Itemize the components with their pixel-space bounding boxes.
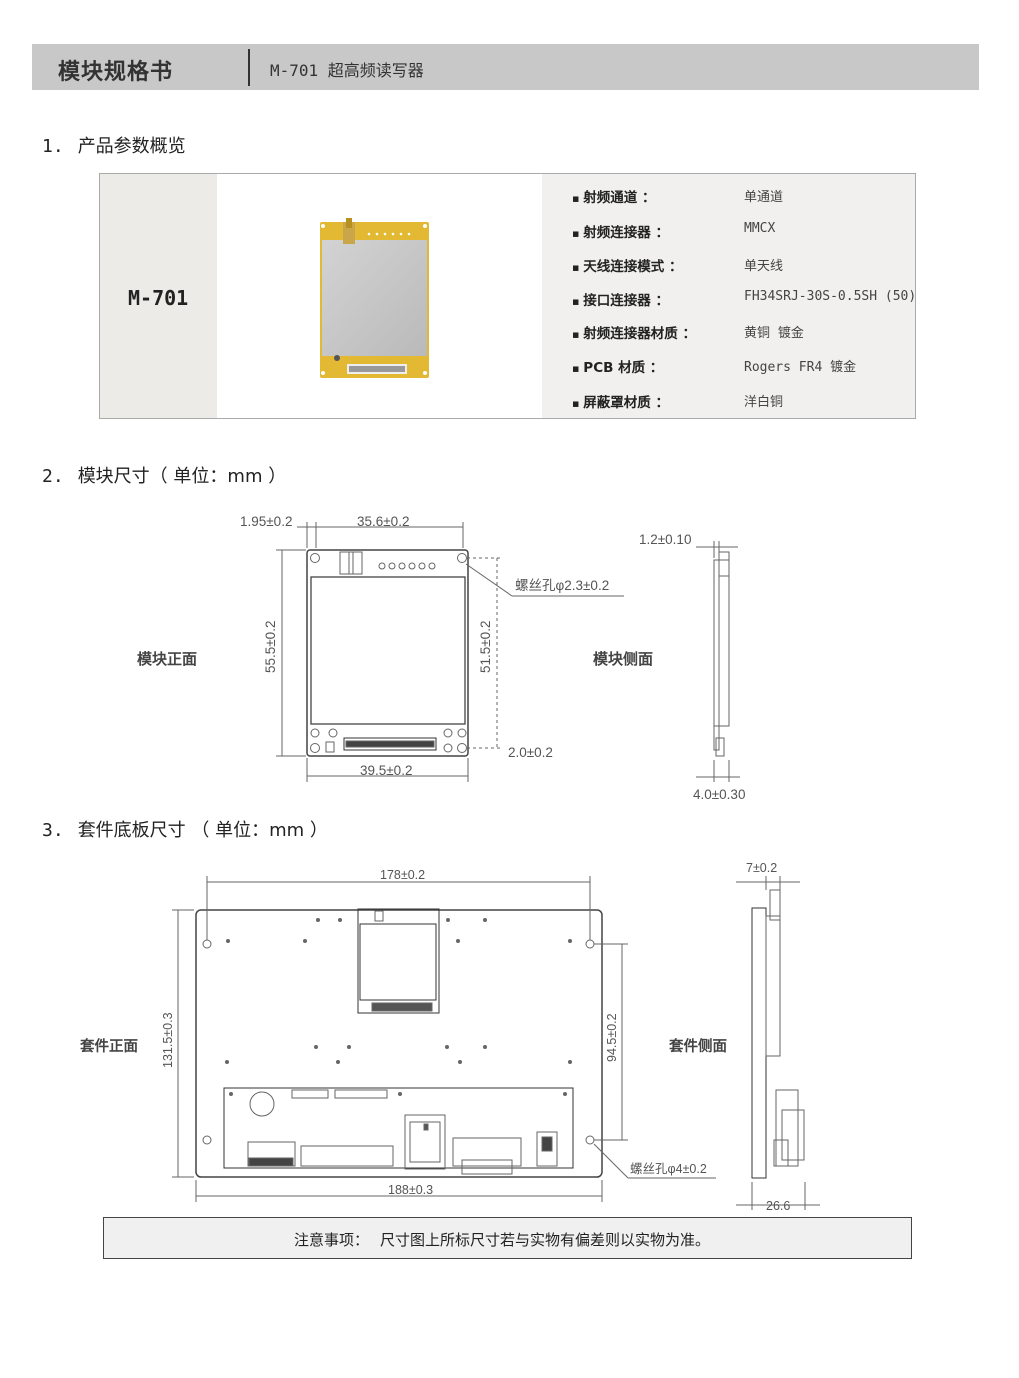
page-header: 模块规格书 M-701 超高频读写器 bbox=[32, 44, 979, 90]
kit-side-label: 套件侧面 bbox=[668, 1037, 727, 1055]
spec-table: M-701 射频通道 ：单通道 射频连接器 ：MMCX 天线连接模式 ：单天线 … bbox=[99, 173, 916, 419]
dim-height: 55.5±0.2 bbox=[263, 621, 278, 673]
module-photo bbox=[217, 174, 542, 418]
kit-dim-side-thickness: 26.6 bbox=[766, 1199, 790, 1213]
section-3-heading: 3.套件底板尺寸 （ 单位：mm ） bbox=[42, 820, 328, 841]
kit-dim-hole-spacing-y: 94.5±0.2 bbox=[605, 1013, 619, 1062]
kit-labels: 套件正面 178±0.2 131.5±0.3 94.5±0.2 188±0.3 … bbox=[79, 861, 790, 1213]
dim-screw-hole: 螺丝孔φ2.3±0.2 bbox=[515, 578, 609, 593]
kit-front-label: 套件正面 bbox=[79, 1037, 138, 1055]
spec-row: 屏蔽罩材质 ：洋白铜 bbox=[572, 391, 783, 411]
module-photo-svg bbox=[320, 218, 429, 378]
model-cell: M-701 bbox=[100, 174, 217, 418]
module-side-label: 模块侧面 bbox=[593, 650, 653, 668]
module-front-drawing bbox=[276, 522, 740, 782]
kit-front-drawing bbox=[172, 876, 820, 1210]
kit-dim-width: 188±0.3 bbox=[388, 1183, 433, 1197]
note-label: 注意事项： bbox=[294, 1231, 370, 1249]
kit-dim-hole-spacing-x: 178±0.2 bbox=[380, 868, 425, 882]
spec-row: 接口连接器 ：FH34SRJ-30S-0.5SH (50) bbox=[572, 289, 916, 309]
spec-row: 射频连接器 ：MMCX bbox=[572, 221, 775, 241]
module-front-label: 模块正面 bbox=[137, 650, 197, 668]
header-divider bbox=[248, 49, 250, 86]
kit-dim-screw-hole: 螺丝孔φ4±0.2 bbox=[630, 1162, 707, 1176]
dim-side-top: 1.2±0.10 bbox=[639, 532, 691, 547]
module-front-labels: 模块正面 1.95±0.2 35.6±0.2 55.5±0.2 51.5±0.2… bbox=[137, 514, 745, 802]
dim-side-thickness: 4.0±0.30 bbox=[693, 787, 745, 802]
doc-title: 模块规格书 bbox=[58, 60, 174, 85]
spec-list: 射频通道 ：单通道 射频连接器 ：MMCX 天线连接模式 ：单天线 接口连接器 … bbox=[542, 174, 916, 418]
section-1-heading: 1.产品参数概览 bbox=[42, 136, 186, 157]
section-2-heading: 2.模块尺寸（ 单位：mm ） bbox=[42, 466, 287, 487]
kit-dim-height: 131.5±0.3 bbox=[161, 1012, 175, 1068]
note-box: 注意事项： 尺寸图上所标尺寸若与实物有偏差则以实物为准。 bbox=[103, 1217, 912, 1259]
dim-bottom-offset: 2.0±0.2 bbox=[508, 745, 553, 760]
note-text: 尺寸图上所标尺寸若与实物有偏差则以实物为准。 bbox=[380, 1231, 711, 1249]
dim-edge-offset: 1.95±0.2 bbox=[240, 514, 292, 529]
spec-row: PCB 材质 ：Rogers FR4 镀金 bbox=[572, 356, 856, 376]
model-name: M-701 bbox=[128, 286, 189, 310]
spec-row: 天线连接模式 ：单天线 bbox=[572, 255, 783, 275]
dim-width: 39.5±0.2 bbox=[360, 763, 412, 778]
dim-hole-spacing-y: 51.5±0.2 bbox=[478, 621, 493, 673]
doc-subtitle: M-701 超高频读写器 bbox=[270, 61, 424, 80]
spec-row: 射频通道 ：单通道 bbox=[572, 186, 783, 206]
kit-dim-side-top: 7±0.2 bbox=[746, 861, 777, 875]
dim-hole-spacing-x: 35.6±0.2 bbox=[357, 514, 409, 529]
spec-row: 射频连接器材质 ：黄铜 镀金 bbox=[572, 322, 804, 342]
